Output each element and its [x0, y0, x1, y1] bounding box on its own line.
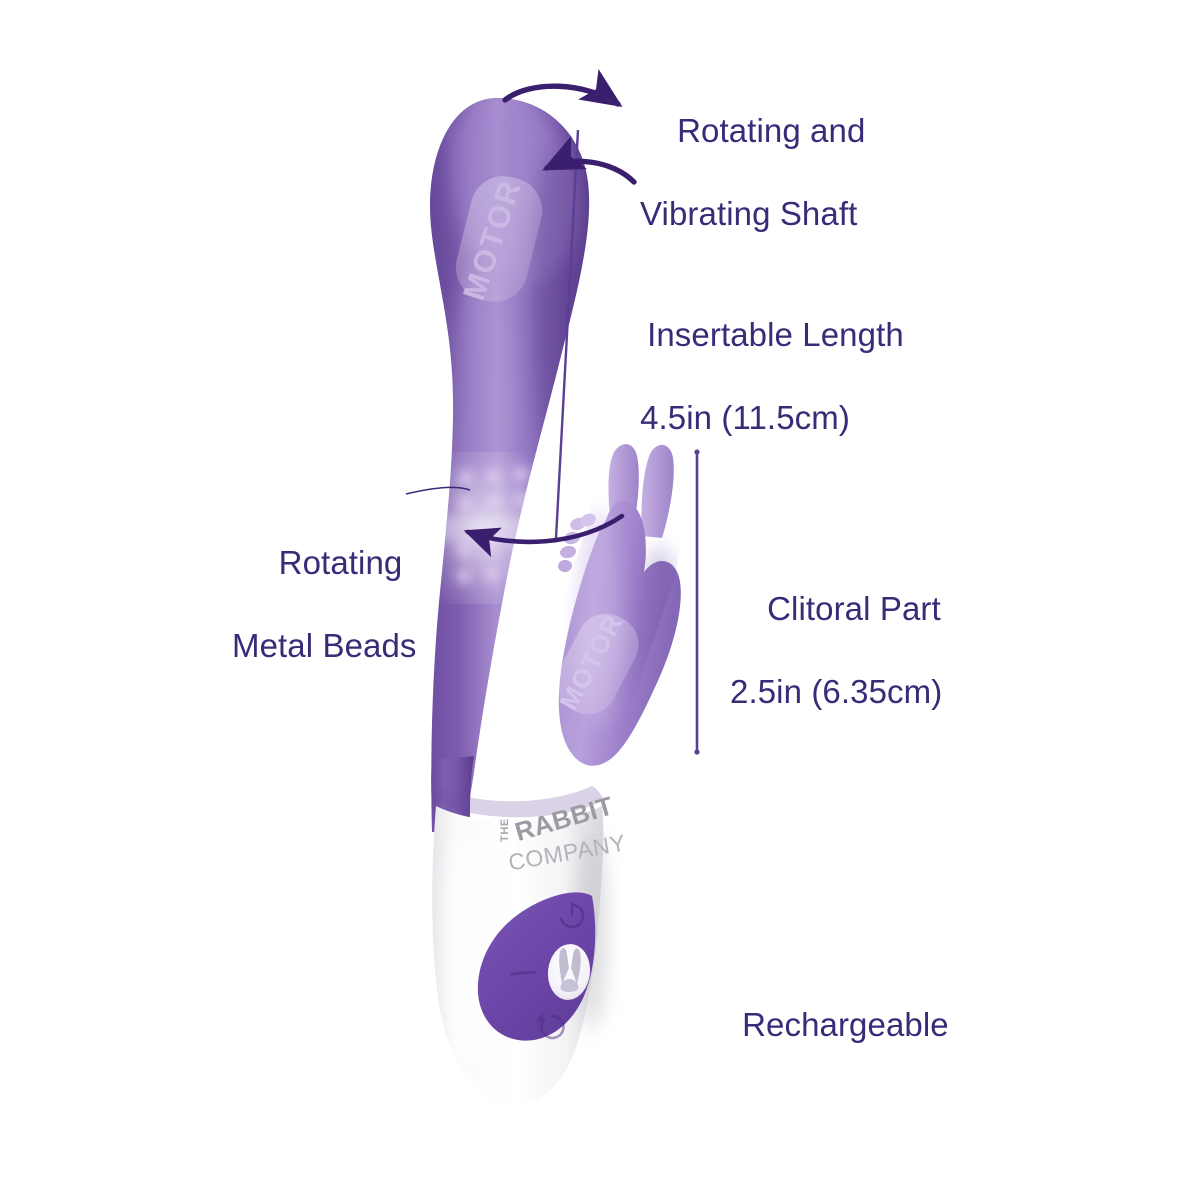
control-pad[interactable]	[477, 892, 596, 1041]
emblem-ear-right	[571, 948, 581, 984]
callout-rechargeable: Rechargeable	[705, 962, 949, 1087]
callout-shaft-line2: Vibrating Shaft	[640, 194, 858, 232]
callout-beads-line2: Metal Beads	[232, 626, 417, 664]
metal-beads-band	[430, 452, 544, 604]
rotation-arrow-clockwise	[502, 68, 623, 107]
rabbit-emblem[interactable]	[545, 942, 593, 1002]
clitoral-motor-patch	[555, 613, 639, 715]
callout-clitoral-part: Clitoral Part 2.5in (6.35cm)	[730, 546, 943, 795]
brand-the: THE	[499, 818, 511, 842]
callout-rotating-metal-beads: Rotating Metal Beads	[232, 500, 417, 749]
emblem-head	[560, 979, 579, 992]
callout-shaft-line1: Rotating and	[677, 111, 866, 149]
rotation-icon[interactable]	[536, 1013, 565, 1040]
minus-icon[interactable]	[510, 970, 536, 976]
measure-lines	[554, 129, 700, 755]
callout-beads-line1: Rotating	[278, 543, 403, 581]
rotation-arrow-counterclockwise	[542, 136, 637, 185]
callout-recharge-line1: Rechargeable	[742, 1005, 949, 1043]
handle: THE RABBIT COMPANY	[432, 786, 628, 1106]
handle-highlight	[444, 840, 488, 1060]
callout-clitoral-line2: 2.5in (6.35cm)	[730, 672, 943, 710]
callout-rotating-vibrating-shaft: Rotating and Vibrating Shaft	[640, 68, 865, 317]
callout-insertable-length: Insertable Length 4.5in (11.5cm)	[610, 272, 904, 521]
insertable-length-line	[554, 129, 580, 539]
callout-length-line1: Insertable Length	[647, 315, 904, 353]
callout-clitoral-line1: Clitoral Part	[767, 589, 941, 627]
rabbit-ear-right	[641, 444, 674, 538]
beads-leader-line	[405, 486, 471, 495]
shaft-shadow-left	[430, 140, 458, 460]
power-icon[interactable]	[559, 901, 585, 929]
shaft-motor-patch	[455, 176, 543, 302]
emblem-ear-left	[559, 948, 569, 984]
callout-length-line2: 4.5in (11.5cm)	[640, 398, 850, 436]
rotation-arrows	[405, 68, 637, 558]
rotation-arrow-beads	[463, 513, 625, 558]
